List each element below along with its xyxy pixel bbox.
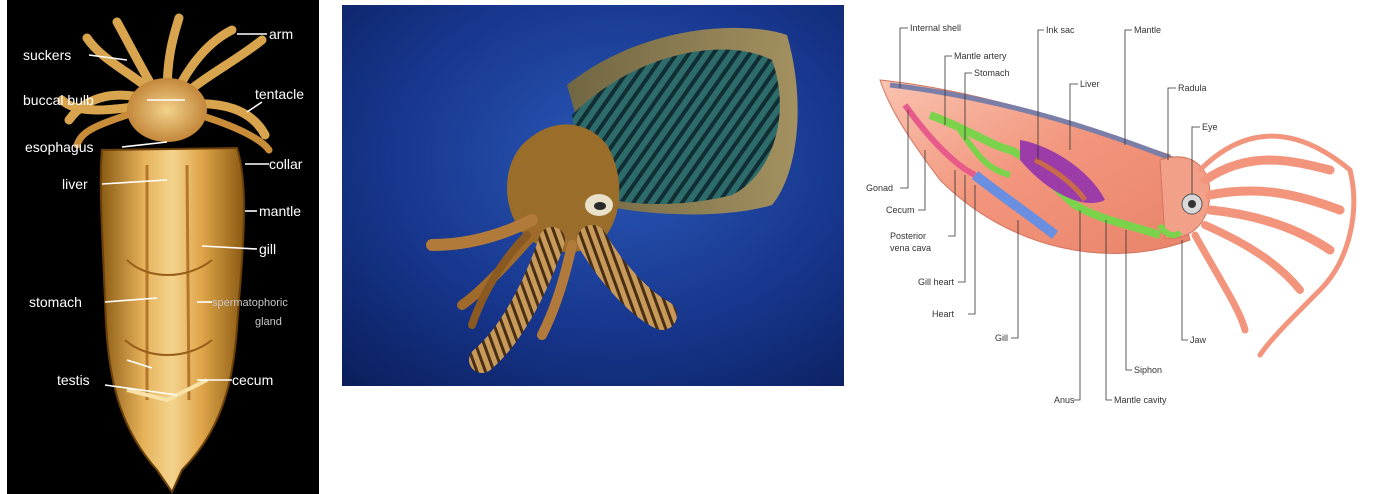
label-stomach: stomach	[29, 294, 82, 310]
label-internal-shell: Internal shell	[910, 23, 961, 33]
label-mantle-artery: Mantle artery	[954, 51, 1007, 61]
label-mantle: mantle	[259, 203, 301, 219]
label-mantle: Mantle	[1134, 25, 1161, 35]
label-anus: Anus	[1054, 395, 1075, 405]
label-gill: Gill	[995, 333, 1008, 343]
label-siphon: Siphon	[1134, 365, 1162, 375]
label-ink-sac: Ink sac	[1046, 25, 1075, 35]
label-tentacle: tentacle	[255, 86, 304, 102]
label-cecum: Cecum	[886, 205, 915, 215]
squid-dissection-photo: suckers arm buccal bulb tentacle esophag…	[7, 0, 319, 494]
label-collar: collar	[269, 156, 303, 172]
label-gland: gland	[255, 316, 282, 328]
label-liver: liver	[62, 176, 88, 192]
label-suckers: suckers	[23, 47, 71, 63]
label-esophagus: esophagus	[25, 139, 94, 155]
label-mantle-cavity: Mantle cavity	[1114, 395, 1167, 405]
label-heart: Heart	[932, 309, 955, 319]
label-arm: arm	[269, 26, 293, 42]
cuttlefish-photo	[342, 5, 844, 386]
label-spermatophoric: spermatophoric	[212, 297, 288, 309]
cuttlefish-illustration	[342, 5, 844, 386]
squid-anatomy-diagram: Internal shell Mantle artery Stomach Ink…	[860, 10, 1370, 410]
label-buccal-bulb: buccal bulb	[23, 92, 94, 108]
anatomy-illustration: Internal shell Mantle artery Stomach Ink…	[860, 10, 1370, 410]
label-posterior: Posterior	[890, 231, 926, 241]
label-jaw: Jaw	[1190, 335, 1207, 345]
label-gill: gill	[259, 241, 276, 257]
label-radula: Radula	[1178, 83, 1207, 93]
label-eye: Eye	[1202, 122, 1218, 132]
label-testis: testis	[57, 372, 90, 388]
label-gill-heart: Gill heart	[918, 277, 955, 287]
label-cecum: cecum	[232, 372, 273, 388]
label-gonad: Gonad	[866, 183, 893, 193]
dissection-illustration: suckers arm buccal bulb tentacle esophag…	[7, 0, 319, 494]
label-liver: Liver	[1080, 79, 1100, 89]
label-stomach: Stomach	[974, 68, 1010, 78]
label-vena-cava: vena cava	[890, 243, 931, 253]
